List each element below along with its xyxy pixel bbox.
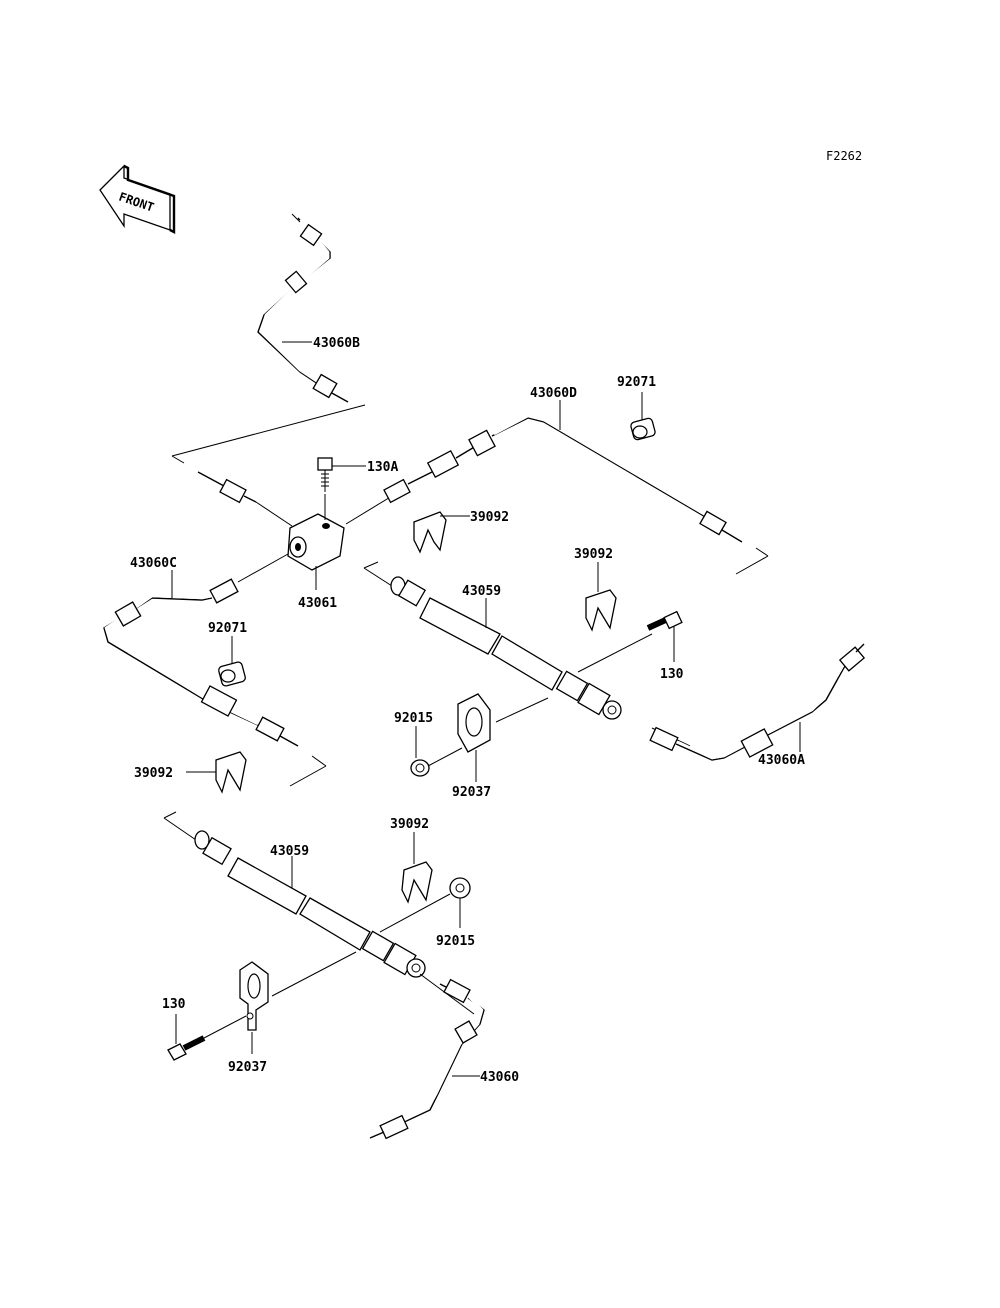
label-43060d: 43060D	[530, 386, 577, 401]
clip-39092-b-icon	[186, 751, 247, 794]
label-43060a: 43060A	[758, 753, 805, 768]
brake-pipe-43060c	[103, 553, 327, 787]
brake-pipe-43060d	[345, 400, 769, 575]
nut-92015-mid-icon	[410, 726, 463, 777]
label-39092-a: 39092	[470, 510, 509, 525]
label-92037-mid: 92037	[452, 785, 491, 800]
label-43060: 43060	[480, 1070, 519, 1085]
label-92015-mid: 92015	[394, 711, 433, 726]
clip-39092-d-icon	[401, 832, 433, 904]
bracket-92037-mid-icon	[457, 693, 549, 782]
pipe-end-left-top	[197, 471, 293, 527]
grommet-92071-left-icon	[218, 636, 246, 687]
grommet-92071-top-icon	[630, 392, 656, 441]
label-39092-b: 39092	[134, 766, 173, 781]
bolt-130-left-icon	[167, 1014, 247, 1061]
clip-39092-a-icon	[413, 511, 470, 554]
brake-pipe-43060a	[649, 643, 866, 761]
brake-pipe-43060	[369, 973, 485, 1140]
bolt-130a-icon	[317, 457, 366, 520]
label-92015-bottom: 92015	[436, 934, 475, 949]
label-39092-c: 39092	[574, 547, 613, 562]
label-43059-top: 43059	[462, 584, 501, 599]
label-92071-left: 92071	[208, 621, 247, 636]
pipe-connector-43061	[287, 513, 345, 590]
brake-pipe-43060b	[171, 213, 366, 464]
clip-39092-c-icon	[585, 562, 617, 632]
label-43060c: 43060C	[130, 556, 177, 571]
label-43059-bottom: 43059	[270, 844, 309, 859]
ref-code: F2262	[826, 149, 862, 163]
label-43061: 43061	[298, 596, 337, 611]
label-130-left: 130	[162, 997, 186, 1012]
label-130a: 130A	[367, 460, 398, 475]
label-39092-d: 39092	[390, 817, 429, 832]
label-92037-bottom: 92037	[228, 1060, 267, 1075]
nut-92015-bottom-icon	[379, 877, 471, 933]
label-130-right: 130	[660, 667, 684, 682]
label-43060b: 43060B	[313, 336, 360, 351]
front-arrow-icon: FRONT	[99, 164, 176, 234]
bolt-130-right-icon	[577, 610, 683, 673]
label-92071-top: 92071	[617, 375, 656, 390]
brake-hose-43059-top	[363, 561, 622, 720]
brake-hose-43059-bottom	[163, 811, 426, 978]
bracket-92037-bottom-icon	[239, 951, 357, 1054]
